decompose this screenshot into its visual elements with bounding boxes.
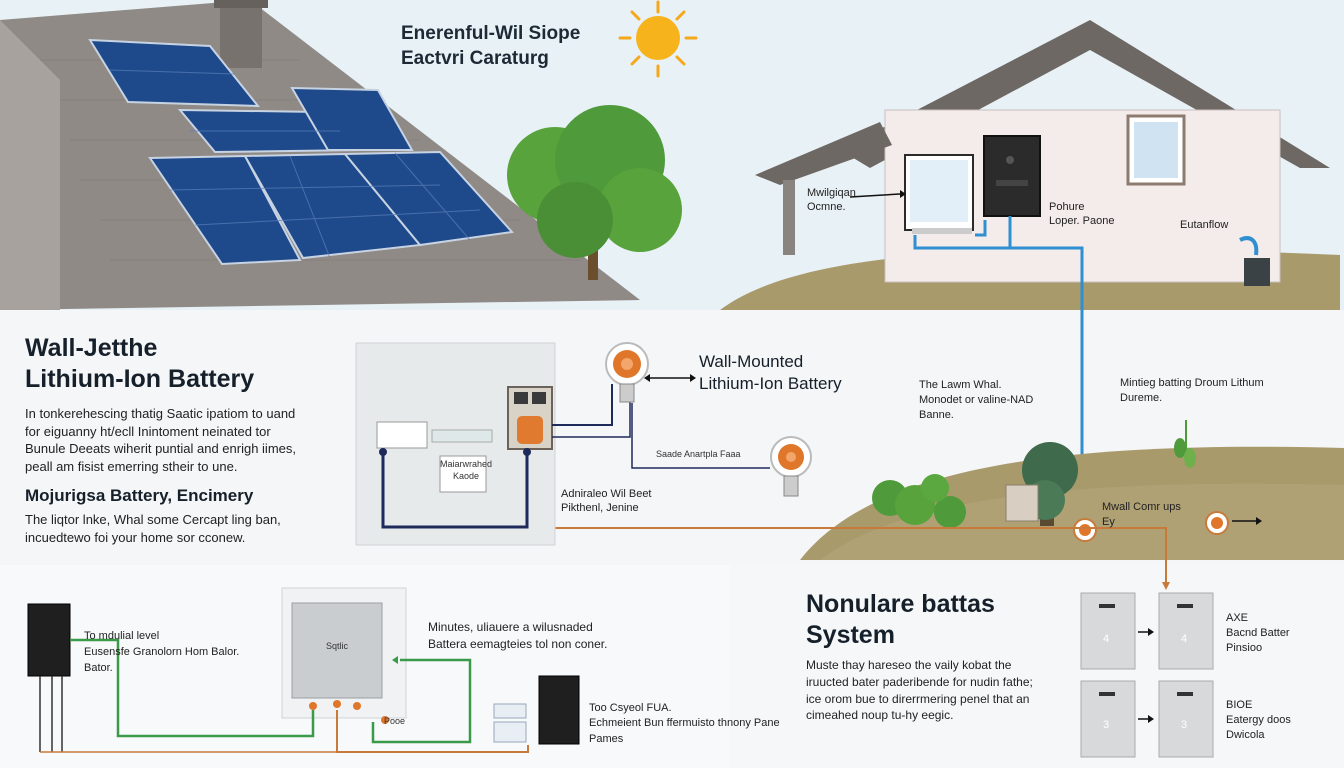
- meter-label: Saade Anartpla Faaa: [656, 449, 741, 459]
- water-flow-label: Eutanflow: [1180, 219, 1229, 231]
- arrow-icon: [1232, 517, 1262, 525]
- solar-panel: [290, 86, 414, 151]
- modular-battery-units: [1080, 592, 1214, 758]
- meter-icon: [1073, 518, 1097, 542]
- box-unit: [439, 455, 487, 493]
- bottom-left-diagram: [27, 587, 580, 753]
- chimney: [220, 0, 262, 68]
- panel-label: Sqtlic: [326, 641, 349, 651]
- meter-icon: [770, 436, 812, 497]
- modular-body: Muste thay hareseo the vaily kobat the i…: [806, 658, 1033, 723]
- double-arrow-icon: [644, 374, 696, 382]
- blue-pipe: [913, 216, 1084, 505]
- solar-panels: [88, 38, 514, 266]
- center-diagram: [355, 342, 770, 546]
- unit-b-label: BIOE Eatergy doos Dwicola: [1226, 699, 1291, 741]
- small-label: Pooe: [384, 716, 406, 726]
- arrow-icon: [849, 190, 906, 198]
- inverter-label: Pohure Loper. Paone: [1049, 201, 1115, 228]
- solar-panel: [88, 38, 261, 108]
- house-label-left: Mwilgiqan Ocmne.: [807, 187, 856, 214]
- section-subtitle: Mojurigsa Battery, Encimery: [25, 486, 254, 505]
- house: [720, 20, 1340, 310]
- meter-icon: [605, 342, 649, 403]
- inverter-unit: [983, 135, 1041, 217]
- battery-unit: [27, 603, 71, 677]
- bush-icon: [872, 474, 966, 528]
- label-level: To mdulial level Eusensfe Granolorn Hom …: [84, 630, 240, 674]
- section-title: Wall-Jetthe Lithium-Ion Battery: [25, 334, 255, 394]
- box-label: Maiarwrahed Kaode: [440, 459, 493, 481]
- battery-box: [1005, 484, 1039, 522]
- unit-digit: 3: [1181, 719, 1188, 731]
- top-title: Enerenful-Wil Siope Eactvri Caraturg: [401, 23, 581, 69]
- connector-box: [493, 703, 527, 719]
- label-wall-comr: Mwall Comr ups Ey: [1102, 501, 1181, 528]
- diagram-title: Wall-Mounted Lithium-Ion Battery: [699, 352, 842, 394]
- diagram-bottom-label: Adniraleo Wil Beet Pikthenl, Jenine: [561, 488, 652, 515]
- label-minutes: Minutes, uliauere a wilusnaded Battera e…: [428, 620, 608, 651]
- section-body: In tonkerehescing thatig Saatic ipatiom …: [25, 406, 296, 474]
- water-bucket-icon: [1244, 258, 1270, 286]
- tree-icon: [507, 105, 682, 280]
- battery-unit: [538, 675, 580, 745]
- bottom-right-band: [730, 565, 1344, 768]
- unit-digit: 4: [1103, 633, 1110, 645]
- connector-box: [493, 721, 527, 743]
- label-lawn: The Lawm Whal. Monodet or valine-NAD Ban…: [919, 379, 1034, 421]
- sprout-icon: [1174, 420, 1196, 468]
- unit-digit: 4: [1181, 633, 1188, 645]
- label-too-csyeol: Too Csyeol FUA. Echmeient Bun ffermuisto…: [589, 702, 780, 745]
- modular-title: Nonulare battas System: [806, 590, 995, 650]
- box-unit: [376, 421, 428, 449]
- unit-a-label: AXE Bacnd Batter Pinsioo: [1226, 612, 1290, 654]
- unit-digit: 3: [1103, 719, 1110, 731]
- label-lithium: Mintieg batting Droum Lithum Dureme.: [1120, 377, 1264, 405]
- meter-icon: [1205, 511, 1229, 535]
- solar-panel: [148, 154, 302, 266]
- section-body-2: The liqtor lnke, Whal some Cercapt ling …: [25, 512, 281, 545]
- sun-icon: [618, 0, 698, 78]
